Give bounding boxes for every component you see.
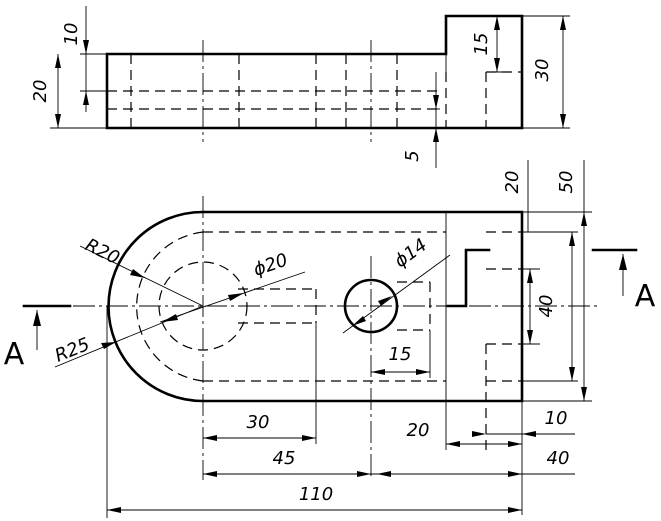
arrowhead [494, 58, 500, 72]
arrowhead [494, 16, 500, 30]
section-marker-left: A [4, 304, 72, 372]
dim-40-bottom: 40 [547, 448, 570, 469]
dim-r25: R25 [52, 334, 93, 367]
arrowhead [560, 16, 566, 30]
front-view: 10 20 15 30 5 [30, 6, 570, 168]
dim-phi20: ϕ20 [251, 250, 291, 281]
arrowhead [377, 471, 391, 477]
dim-top-20: 20 [30, 80, 51, 103]
arrowhead [508, 441, 522, 447]
dim-top-30: 30 [532, 59, 553, 82]
leader-r25 [54, 305, 204, 368]
dim-20-bottom: 20 [407, 420, 430, 441]
section-cut-line [446, 248, 491, 308]
arrowhead [55, 54, 61, 68]
plan-view: R20 R25 ϕ20 ϕ14 40 20 [4, 160, 656, 518]
arrowhead [357, 471, 371, 477]
arrowhead [203, 435, 217, 441]
arrowhead [581, 212, 587, 226]
arrowhead [433, 128, 439, 142]
arrowhead [228, 293, 244, 301]
arrowhead [508, 471, 522, 477]
arrowhead [162, 314, 178, 322]
plan-hidden-slot [136, 231, 446, 382]
arrowhead [83, 40, 89, 54]
plan-view-outline [107, 210, 524, 403]
arrowhead [560, 114, 566, 128]
arrowhead [371, 369, 385, 375]
arrowhead [302, 435, 316, 441]
arrowhead [378, 296, 392, 306]
arrowhead [416, 369, 430, 375]
arrowhead [508, 507, 522, 513]
dim-45: 45 [273, 448, 296, 469]
section-marker-right: A [591, 248, 656, 314]
front-view-outline [105, 14, 524, 130]
arrowhead [33, 310, 41, 326]
arrowhead [101, 342, 116, 349]
arrowhead [581, 387, 587, 401]
dim-top-15: 15 [471, 33, 492, 56]
arrowhead [569, 367, 575, 381]
arrowhead [55, 114, 61, 128]
dim-15: 15 [389, 344, 412, 365]
dim-top-10: 10 [61, 23, 82, 46]
dim-10-bottom: 10 [545, 408, 568, 429]
section-label-right: A [635, 279, 656, 314]
arrowhead [619, 254, 627, 270]
arrowhead [522, 431, 536, 437]
arrowhead [83, 91, 89, 105]
dim-top-5: 5 [402, 150, 423, 161]
dim-40-vertical: 40 [536, 295, 557, 318]
dim-110: 110 [299, 484, 333, 505]
arrowhead [433, 95, 439, 109]
dim-phi14: ϕ14 [391, 235, 431, 272]
arrowhead [107, 507, 121, 513]
dim-30: 30 [247, 412, 270, 433]
dim-20-right: 20 [502, 171, 523, 194]
arrowhead [569, 232, 575, 246]
arrowhead [527, 269, 533, 283]
arrowhead [472, 431, 486, 437]
arrowhead [446, 441, 460, 447]
arrowhead [203, 471, 217, 477]
section-label-left: A [4, 337, 25, 372]
arrowhead [527, 330, 533, 344]
dim-50-right: 50 [556, 171, 577, 194]
arrowhead [130, 269, 145, 278]
arrowhead [352, 316, 366, 326]
